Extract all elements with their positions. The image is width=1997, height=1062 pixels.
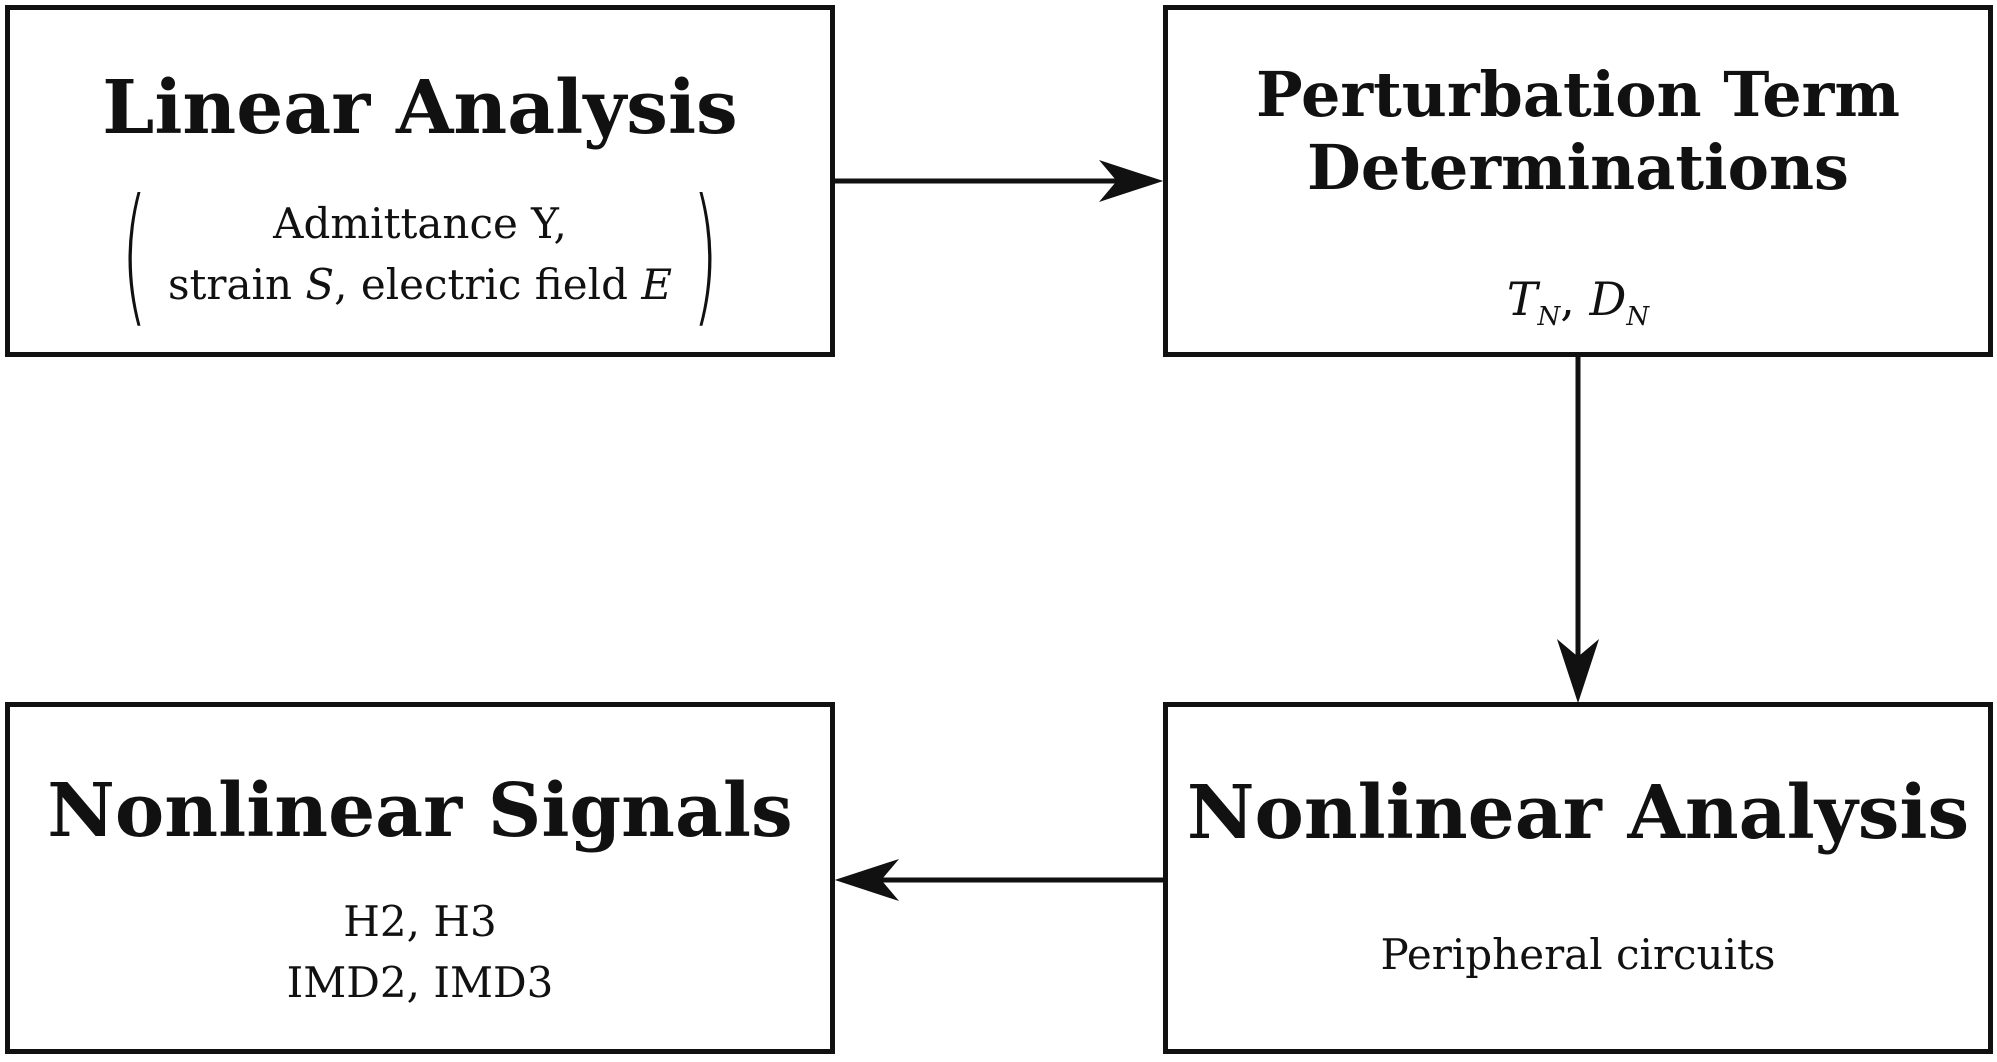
linear-line-strain-field: strain S, electric field E: [167, 260, 672, 309]
displacement-symbol: D: [1589, 272, 1627, 326]
perturbation-title-line2: Determinations: [1307, 131, 1849, 205]
stress-subscript: N: [1537, 302, 1561, 332]
stress-symbol: T: [1506, 272, 1538, 326]
perturbation-title: Perturbation Term Determinations: [1168, 58, 1988, 204]
signals-line-intermodulation: IMD2, IMD3: [286, 957, 554, 1007]
right-paren: ): [692, 168, 719, 342]
linear-analysis-title: Linear Analysis: [102, 65, 738, 151]
arrowhead-down-icon: [1556, 638, 1600, 704]
nonlinear-signals-title: Nonlinear Signals: [47, 768, 793, 854]
linear-analysis-box: Linear Analysis ( Admittance Y, strain S…: [5, 5, 835, 357]
linear-line-admittance: Admittance Y,: [273, 199, 567, 249]
nonlinear-analysis-box: Nonlinear Analysis Peripheral circuits: [1163, 702, 1993, 1054]
arrowhead-left-icon: [834, 858, 900, 902]
nonlinear-analysis-title: Nonlinear Analysis: [1186, 770, 1970, 856]
nonlinear-signals-detail: H2, H3 IMD2, IMD3: [10, 892, 830, 1014]
displacement-subscript: N: [1626, 302, 1650, 332]
signals-line-harmonics: H2, H3: [343, 897, 497, 946]
strain-symbol: S: [305, 260, 335, 309]
perturbation-title-line1: Perturbation Term: [1256, 58, 1900, 131]
nonlinear-analysis-detail: Peripheral circuits: [1380, 930, 1776, 979]
perturbation-variables: TN, DN: [1168, 272, 1988, 332]
linear-analysis-detail: ( Admittance Y, strain S, electric field…: [10, 180, 830, 330]
perturbation-box: Perturbation Term Determinations TN, DN: [1163, 5, 1993, 357]
arrowhead-right-icon: [1098, 159, 1164, 203]
electric-field-symbol: E: [641, 260, 672, 309]
left-paren: (: [121, 168, 148, 342]
linear-analysis-lines: Admittance Y, strain S, electric field E: [164, 194, 676, 316]
variable-separator: ,: [1560, 272, 1590, 326]
nonlinear-signals-box: Nonlinear Signals H2, H3 IMD2, IMD3: [5, 702, 835, 1054]
